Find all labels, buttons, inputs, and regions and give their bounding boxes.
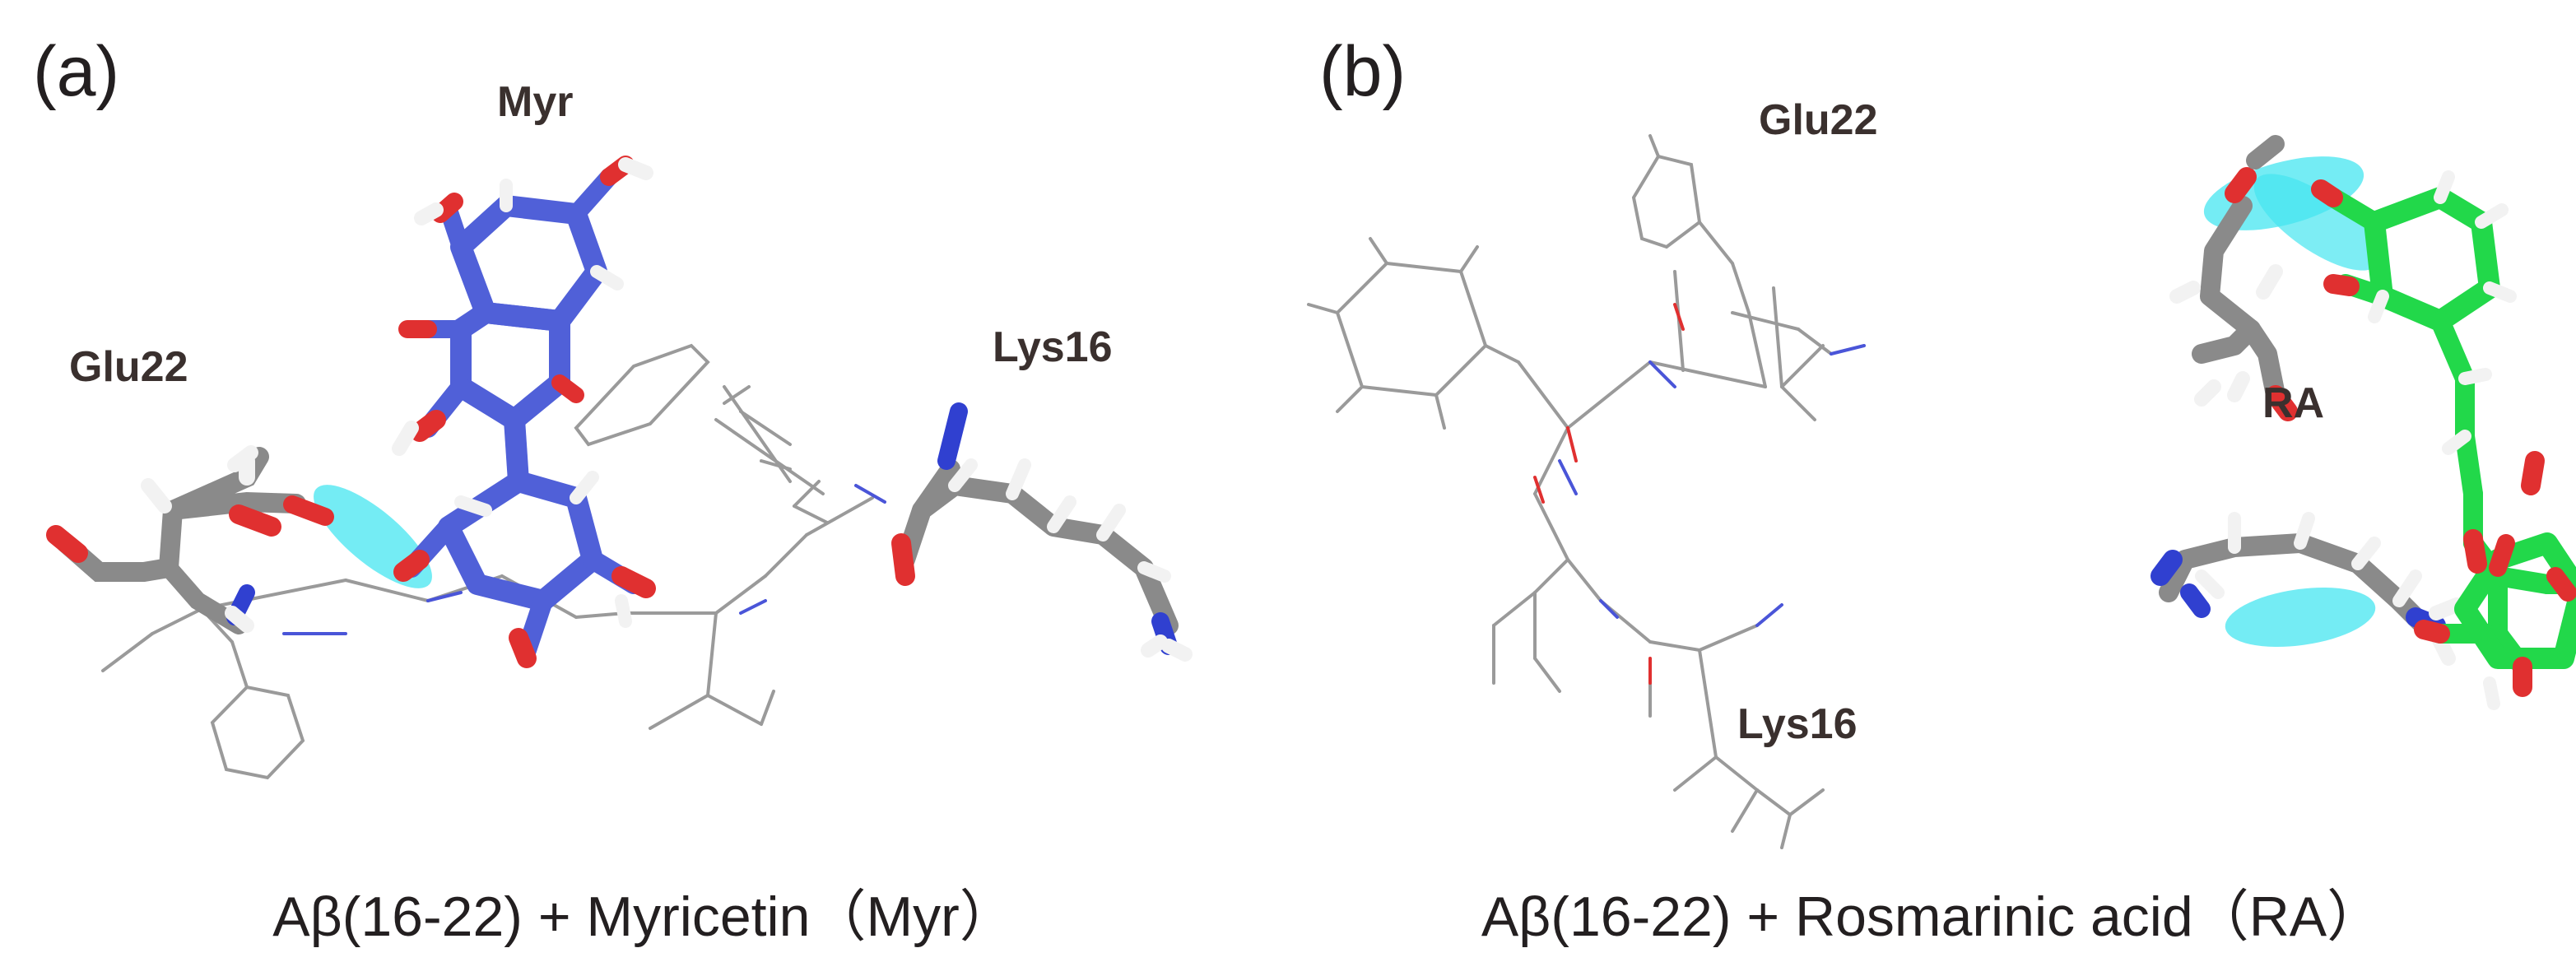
panel-b: (b) Glu22 RA Lys16 Aβ(16-22) + Rosmarini…	[1288, 0, 2576, 976]
molecular-structure-b	[1307, 134, 2576, 849]
cyclohexyl-ring	[1335, 261, 1488, 397]
myricetin-sticks	[392, 156, 656, 668]
peptide-wireframe	[101, 343, 874, 780]
ligand-label-myr: Myr	[497, 78, 574, 126]
hbond-highlight-b3	[2225, 587, 2376, 648]
rosmarinic-acid-sticks	[2311, 170, 2576, 710]
molecular-structure-a	[46, 156, 1193, 780]
lys16-sticks-a	[891, 402, 1193, 662]
panel-a: (a) Myr Glu22 Lys16 Aβ(16-22) + Myriceti…	[33, 32, 1193, 948]
phenyl-ring-a	[210, 685, 305, 780]
peptide-wireframe-b	[1307, 134, 1833, 849]
caption-a: Aβ(16-22) + Myricetin（Myr）	[272, 885, 1016, 948]
panel-label-b: (b)	[1319, 32, 1407, 111]
glu22-sticks-b	[2169, 135, 2298, 421]
residue-label-lys16-a: Lys16	[993, 323, 1113, 371]
residue-label-lys16-b: Lys16	[1737, 700, 1858, 748]
residue-label-glu22-a: Glu22	[69, 343, 188, 391]
caption-b: Aβ(16-22) + Rosmarinic acid（RA）	[1481, 885, 2383, 948]
panel-label-a: (a)	[33, 32, 120, 111]
ligand-label-ra: RA	[2262, 379, 2325, 427]
residue-label-glu22-b: Glu22	[1759, 96, 1878, 144]
glu22-sticks-a	[46, 445, 334, 634]
hbond-highlight-b2	[2253, 174, 2380, 271]
